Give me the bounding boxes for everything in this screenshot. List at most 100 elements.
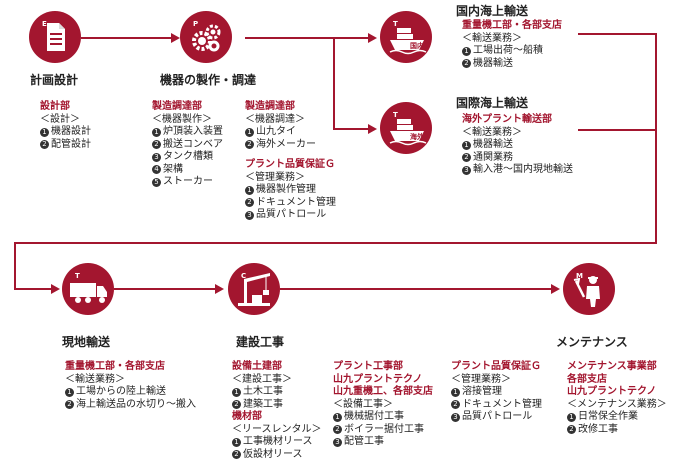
- stage-title-design: 計画設計: [30, 73, 79, 87]
- document-icon: [47, 23, 65, 51]
- item-number: 1: [462, 46, 471, 56]
- task-label: ＜機器調達＞: [245, 113, 305, 125]
- dept-label: 海外プラント輸送部: [462, 114, 552, 125]
- item-text: 品質パトロール: [462, 411, 533, 422]
- item-number: 3: [152, 152, 161, 162]
- item-number: 2: [462, 153, 471, 163]
- crane-icon: [238, 273, 270, 306]
- stage-title-international-sea: 国際海上輸送: [456, 96, 529, 110]
- item-text: 配管工事: [344, 436, 384, 447]
- ship-badge-overseas: 海外: [410, 133, 424, 141]
- item-number: 1: [65, 387, 74, 397]
- dept-label: 各部支店: [567, 373, 607, 385]
- item-text: ドキュメント管理: [256, 196, 336, 208]
- stage-maintenance-icon: M: [563, 263, 615, 315]
- task-label: ＜管理業務＞: [451, 373, 511, 385]
- item-number: 2: [567, 425, 576, 435]
- item-text: 架構: [163, 163, 183, 175]
- item-text: 配管設計: [51, 138, 91, 150]
- item-number: 1: [232, 387, 241, 397]
- stage-domestic-sea-icon: T 国内: [380, 11, 432, 63]
- dept-label: 設備土建部: [232, 361, 282, 372]
- dept-label: 機材部: [232, 411, 262, 422]
- task-label: ＜建設工事＞: [232, 373, 292, 385]
- truck-icon: [70, 283, 107, 303]
- stage-letter: T: [75, 272, 80, 280]
- item-text: 炉頂装入装置: [163, 126, 223, 137]
- item-number: 1: [232, 437, 241, 447]
- stage-letter: E: [42, 20, 47, 28]
- arrow-to-land: [51, 284, 60, 294]
- connector-return-row: [14, 242, 657, 244]
- task-label: ＜輸送業務＞: [462, 126, 522, 138]
- item-text: 機械据付工事: [344, 411, 404, 422]
- item-text: 海上輸送品の水切り～搬入: [76, 398, 196, 410]
- stage-letter: M: [576, 272, 583, 280]
- dept-label: 重量機工部・各部支店: [462, 20, 562, 31]
- ship-icon: [389, 28, 427, 55]
- item-number: 2: [451, 400, 460, 410]
- item-text: 搬送コンベア: [163, 138, 223, 150]
- arrow-to-maint: [551, 284, 560, 294]
- arrow-to-intl: [368, 124, 377, 134]
- item-number: 3: [451, 412, 460, 422]
- item-text: 品質パトロール: [256, 209, 327, 220]
- item-number: 2: [65, 400, 74, 410]
- stage-international-sea-icon: T 海外: [380, 102, 432, 154]
- item-number: 1: [152, 127, 161, 137]
- connector-land-con: [114, 288, 219, 290]
- stage-title-maintenance: メンテナンス: [556, 335, 628, 349]
- item-text: 機器輸送: [473, 139, 513, 150]
- dept-label: 製造調達部: [245, 101, 295, 112]
- dept-label: 山九重機工、各部支店: [333, 386, 433, 397]
- item-number: 2: [333, 425, 342, 435]
- stage-title-domestic-sea: 国内海上輸送: [456, 4, 529, 18]
- task-label: ＜輸送業務＞: [462, 32, 522, 44]
- item-number: 1: [462, 140, 471, 150]
- dept-label: 設計部: [40, 101, 70, 112]
- stage-letter: T: [393, 111, 398, 119]
- task-label: ＜輸送業務＞: [65, 373, 125, 385]
- item-number: 1: [40, 127, 49, 137]
- dept-label: 重量機工部・各部支店: [65, 361, 165, 372]
- dept-label: 製造調達部: [152, 101, 202, 112]
- stage-title-construction: 建設工事: [236, 335, 285, 349]
- connector-branch-vertical: [333, 37, 335, 129]
- stage-title-land-transport: 現地輸送: [62, 335, 111, 349]
- item-number: 5: [152, 177, 161, 187]
- connector-design-mfg: [81, 37, 176, 39]
- item-number: 2: [245, 198, 254, 208]
- item-number: 2: [40, 140, 49, 150]
- item-number: 1: [333, 412, 342, 422]
- item-text: 輸入港～国内現地輸送: [473, 164, 573, 175]
- item-number: 3: [333, 437, 342, 447]
- stage-design-icon: E: [29, 11, 81, 63]
- item-text: 建築工事: [243, 398, 283, 410]
- arrow-to-mfg: [171, 33, 180, 43]
- item-text: 海外メーカー: [256, 138, 316, 150]
- stage-letter: T: [393, 20, 398, 28]
- item-number: 1: [245, 185, 254, 195]
